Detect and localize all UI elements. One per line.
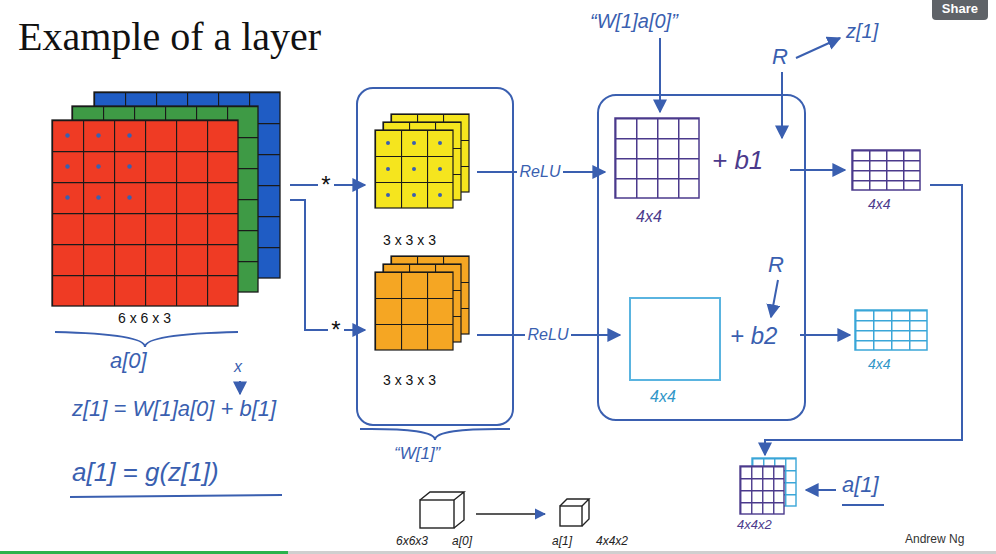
handwritten-note: R [768,252,784,277]
conv-output-grid: 4x4 + b2 [620,290,800,415]
dimension-label: 3 x 3 x 3 [383,372,436,388]
edge-label: ReLU [517,163,564,181]
node-text: a[0] [110,348,147,373]
slide-title: Example of a layer [18,14,321,60]
watermark: Andrew Ng [905,533,964,547]
handwritten-note: “W[1]” [394,444,440,464]
dimension-label: 4x4x2 [596,535,628,549]
dimension-label: 4x4 [636,208,662,226]
dimension-label: 4x4 [868,356,891,372]
handwritten-note: z[1] [846,20,878,43]
conv-output-grid: 4x4 + b1 [605,108,790,240]
dimension-label: 6 x 6 x 3 [118,310,171,326]
handwritten-note: R [772,44,788,69]
node-text: + b2 [730,322,777,350]
handwritten-note: a[1] [842,472,879,497]
arrow-connector [765,185,962,455]
arrow-connector [290,200,365,330]
handwritten-note: “W[1]a[0]” [590,10,678,33]
input-volume: 6 x 6 x 3 a[0] [50,86,290,378]
dimension-label: a[1] [552,535,572,549]
filter-volume: 3 x 3 x 3 [365,108,477,256]
equation: a[1] = g(z[1]) [72,458,219,488]
handwritten-note: x [234,358,242,376]
dimension-label: a[0] [452,535,472,549]
node-text: + b1 [712,146,763,176]
share-button: Share [932,0,988,20]
filter-volume: 3 x 3 x 3 [365,250,477,402]
dimension-label: 4x4 [868,196,891,212]
arrow-connector [790,169,845,171]
stacked-output: 4x4x2 [730,455,800,552]
dimension-label: 4x4x2 [737,518,772,533]
arrow-connector [800,334,850,336]
edge-label: ReLU [525,326,572,344]
activation-grid: 4x4 [850,300,935,385]
activation-grid: 4x4 [845,140,930,222]
edge-label: * [328,317,343,343]
edge-label: * [318,172,333,198]
dimension-label: 6x6x3 [396,535,428,549]
equation: z[1] = W[1]a[0] + b[1] [72,396,276,421]
dimension-label: 3 x 3 x 3 [383,232,436,248]
dimension-label: 4x4 [650,388,676,406]
